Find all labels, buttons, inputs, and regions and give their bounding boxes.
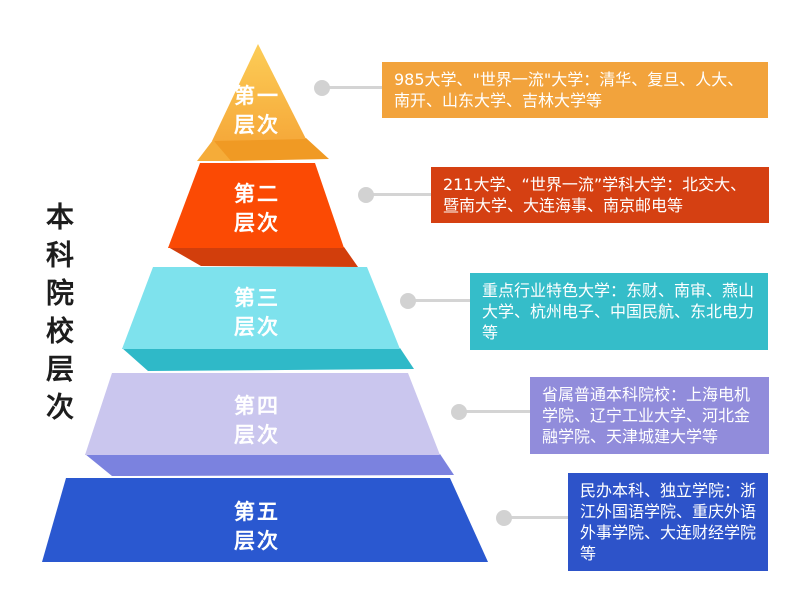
page-title: 本科院校层次 xyxy=(42,202,75,430)
tier-1-label-line2: 层次 xyxy=(234,113,280,137)
callout-tier-3: 重点行业特色大学：东财、南审、燕山大学、杭州电子、中国民航、东北电力等 xyxy=(470,273,768,350)
tier-5-face xyxy=(42,478,488,562)
connector-dot-1 xyxy=(314,80,330,96)
connector-dot-2 xyxy=(358,187,374,203)
tier-5-label-line1: 第五 xyxy=(234,500,280,524)
connector-line-2 xyxy=(366,193,433,196)
connector-line-4 xyxy=(459,410,532,413)
tier-2-face xyxy=(168,163,344,248)
connector-line-5 xyxy=(504,516,570,519)
tier-2-label: 第二 层次 xyxy=(209,180,305,238)
tier-1-label-line1: 第一 xyxy=(234,84,280,108)
tier-2-fold xyxy=(168,247,358,267)
tier-1-label: 第一 层次 xyxy=(209,82,305,140)
connector-dot-4 xyxy=(451,404,467,420)
connector-dot-5 xyxy=(496,510,512,526)
tier-3-label: 第三 层次 xyxy=(209,284,305,342)
tier-5-label-line2: 层次 xyxy=(234,529,280,553)
tier-2-label-line1: 第二 xyxy=(234,182,280,206)
callout-tier-1: 985大学、"世界一流"大学：清华、复旦、人大、南开、山东大学、吉林大学等 xyxy=(382,62,768,118)
tier-3-label-line2: 层次 xyxy=(234,315,280,339)
tier-3-fold xyxy=(122,348,414,371)
tier-1-fold xyxy=(213,138,329,161)
tier-3-label-line1: 第三 xyxy=(234,286,280,310)
tier-5-label: 第五 层次 xyxy=(209,498,305,556)
tier-4-label: 第四 层次 xyxy=(209,392,305,450)
tier-4-label-line2: 层次 xyxy=(234,423,280,447)
connector-dot-3 xyxy=(400,293,416,309)
tier-2-label-line2: 层次 xyxy=(234,211,280,235)
tier-3-face xyxy=(122,267,400,349)
tier-4-face xyxy=(85,373,440,455)
tier-1-left-wedge xyxy=(197,140,233,161)
callout-tier-2: 211大学、“世界一流”学科大学：北交大、暨南大学、大连海事、南京邮电等 xyxy=(431,167,769,223)
tier-4-fold xyxy=(85,454,454,476)
connector-line-1 xyxy=(322,86,384,89)
connector-line-3 xyxy=(408,299,472,302)
callout-tier-4: 省属普通本科院校：上海电机学院、辽宁工业大学、河北金融学院、天津城建大学等 xyxy=(530,377,769,454)
callout-tier-5: 民办本科、独立学院：浙江外国语学院、重庆外语外事学院、大连财经学院等 xyxy=(568,473,768,571)
tier-4-label-line1: 第四 xyxy=(234,394,280,418)
tier-1-face xyxy=(212,44,306,141)
